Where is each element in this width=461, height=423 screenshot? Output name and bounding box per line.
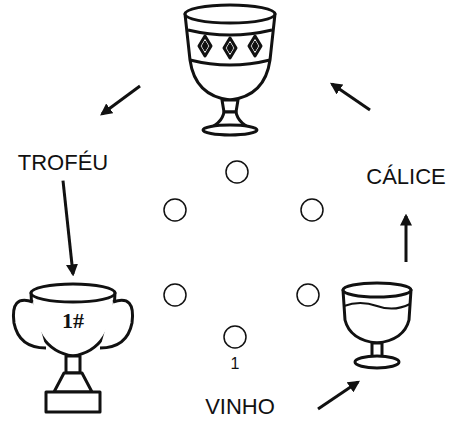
callout-number: 1 <box>231 355 240 373</box>
cycle-arrow <box>332 84 370 110</box>
trophy-part <box>13 300 46 348</box>
trophy-part <box>100 300 133 348</box>
trophy-outline <box>8 278 138 420</box>
flow-arrow <box>63 181 73 274</box>
trophy-part <box>66 356 80 373</box>
stage-word: VINHO <box>205 394 275 419</box>
cycle-arrow <box>102 84 406 409</box>
cycle-arrow <box>318 382 358 409</box>
trophy-part <box>46 392 100 412</box>
word-label: VINHO <box>202 392 278 421</box>
word-label: TROFÉU <box>15 148 111 177</box>
position-circle <box>164 161 323 348</box>
trophy-part <box>54 373 92 392</box>
stage-word: TROFÉU <box>18 150 108 175</box>
cycle-arrow <box>405 216 408 262</box>
wine-glass-figure <box>343 283 411 368</box>
trophy-rim <box>31 284 115 302</box>
stage-word: CÁLICE <box>366 164 445 189</box>
chalice-figure <box>185 5 275 135</box>
trophy-rank: 1# <box>8 308 138 334</box>
trophy-figure: 1# <box>8 278 138 420</box>
cycle-arrow <box>102 86 140 114</box>
word-label: CÁLICE <box>363 162 448 191</box>
